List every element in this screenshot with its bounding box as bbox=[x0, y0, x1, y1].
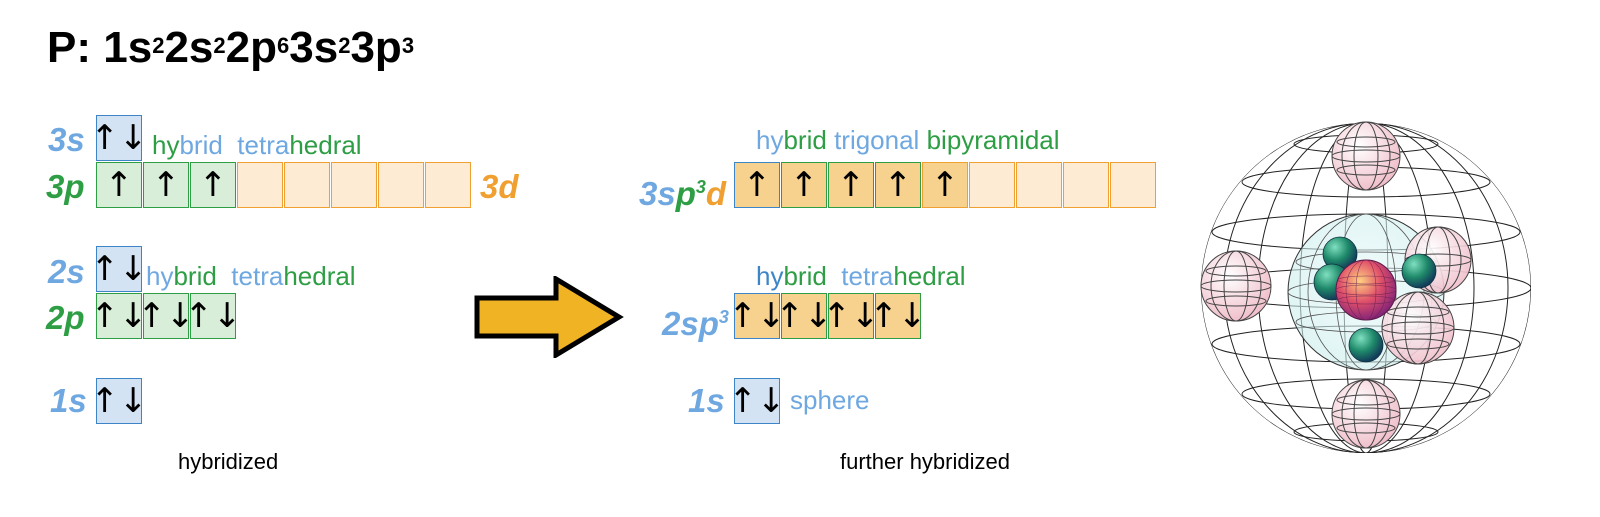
caption-hybridized: hybridized bbox=[178, 449, 279, 474]
hybrid-tetrahedral-label-2: hybrid tetrahedral bbox=[146, 261, 356, 291]
level-label-2p: 2p bbox=[46, 299, 85, 336]
orbital-box: ↑ bbox=[828, 162, 874, 208]
level-label-3sp3d: 3sp3d bbox=[639, 175, 727, 212]
orbital-box: ↑↓ bbox=[729, 378, 786, 424]
orbital-row-3p-3d: ↑ ↑ ↑ bbox=[96, 162, 471, 208]
page-title: P: 1s22s22p63s23p3 bbox=[47, 23, 415, 72]
level-label-2s: 2s bbox=[48, 253, 85, 290]
orbital-box: ↑↓ bbox=[91, 246, 148, 292]
orbital-box: ↑↓ bbox=[91, 378, 148, 424]
hybrid-trigonal-bipyramidal-label: hybrid trigonal bipyramidal bbox=[756, 125, 1060, 155]
orbital-box: ↑↓ bbox=[138, 293, 195, 339]
orbital-box: ↑ bbox=[922, 162, 968, 208]
orbital-row-2sp3: ↑↓ ↑↓ ↑↓ ↑↓ bbox=[729, 293, 927, 339]
orbital-box bbox=[237, 162, 283, 208]
orbital-box: ↑ bbox=[734, 162, 780, 208]
orbital-box: ↑↓ bbox=[185, 293, 242, 339]
hybrid-tetrahedral-label-right: hybrid tetrahedral bbox=[756, 261, 966, 291]
orbital-box bbox=[1016, 162, 1062, 208]
orbital-box: ↑↓ bbox=[91, 293, 148, 339]
orbital-box bbox=[378, 162, 424, 208]
orbital-box: ↑↓ bbox=[870, 293, 927, 339]
level-label-3d: 3d bbox=[480, 168, 519, 205]
orbital-box bbox=[969, 162, 1015, 208]
orbital-box bbox=[284, 162, 330, 208]
orbital-row-1s-right: ↑↓ bbox=[729, 378, 786, 424]
sphere-label: sphere bbox=[790, 385, 870, 415]
orbital-row-3s: ↑↓ bbox=[91, 115, 148, 161]
caption-further-hybridized: further hybridized bbox=[840, 449, 1010, 474]
arrow-right-icon bbox=[474, 276, 624, 358]
orbital-box bbox=[1063, 162, 1109, 208]
orbital-box: ↑ bbox=[143, 162, 189, 208]
level-label-3s: 3s bbox=[48, 121, 85, 158]
orbital-row-2p: ↑↓ ↑↓ ↑↓ bbox=[91, 293, 242, 339]
orbital-box: ↑↓ bbox=[823, 293, 880, 339]
level-label-1s: 1s bbox=[50, 382, 87, 419]
orbital-row-3sp3d: ↑ ↑ ↑ ↑ ↑ bbox=[734, 162, 1156, 208]
level-label-3p: 3p bbox=[46, 168, 85, 205]
atom-wireframe-illustration bbox=[1200, 121, 1531, 453]
orbital-row-2s: ↑↓ bbox=[91, 246, 148, 292]
orbital-box: ↑ bbox=[96, 162, 142, 208]
level-label-1s-right: 1s bbox=[688, 382, 725, 419]
orbital-box bbox=[331, 162, 377, 208]
hybrid-tetrahedral-label-3: hybrid tetrahedral bbox=[152, 130, 362, 160]
orbital-box: ↑ bbox=[875, 162, 921, 208]
orbital-box bbox=[425, 162, 471, 208]
level-label-2sp3: 2sp3 bbox=[662, 305, 729, 342]
orbital-box: ↑↓ bbox=[776, 293, 833, 339]
orbital-box: ↑↓ bbox=[91, 115, 148, 161]
orbital-row-1s: ↑↓ bbox=[91, 378, 148, 424]
orbital-box bbox=[1110, 162, 1156, 208]
orbital-box: ↑ bbox=[190, 162, 236, 208]
orbital-box: ↑↓ bbox=[729, 293, 786, 339]
orbital-box: ↑ bbox=[781, 162, 827, 208]
